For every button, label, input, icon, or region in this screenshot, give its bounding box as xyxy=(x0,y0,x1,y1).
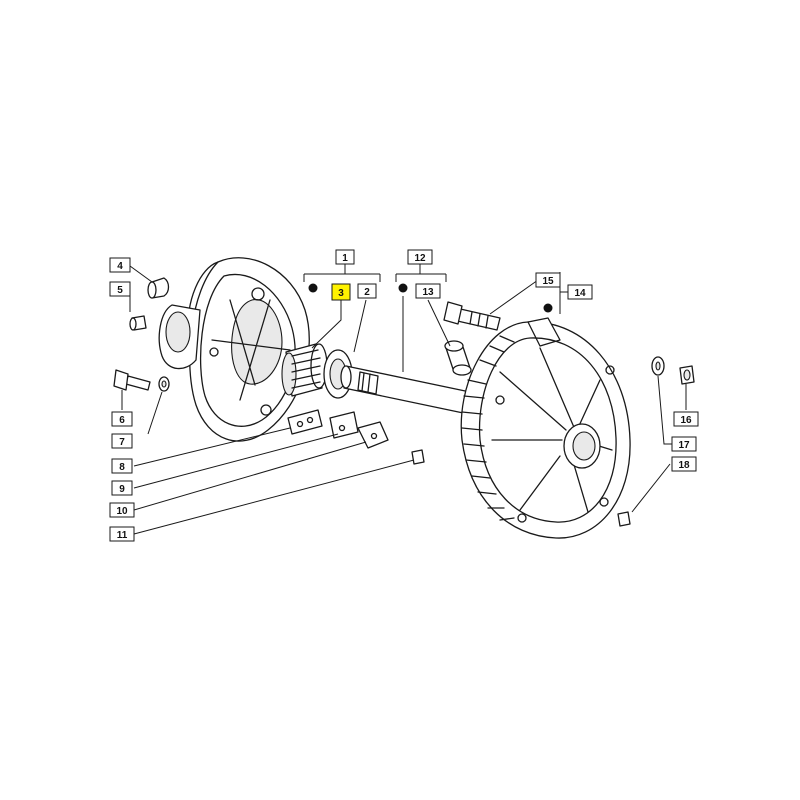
callout-12[interactable]: 12 xyxy=(407,249,433,265)
callout-18[interactable]: 18 xyxy=(671,456,697,472)
callout-16-text: 16 xyxy=(680,415,692,426)
callout-14[interactable]: 14 xyxy=(567,284,593,300)
callout-13[interactable]: 13 xyxy=(415,283,441,299)
callout-4[interactable]: 4 xyxy=(109,257,131,273)
callout-11-text: 11 xyxy=(117,530,128,541)
callout-6-text: 6 xyxy=(119,415,125,426)
left-flange-cover xyxy=(158,257,310,442)
callout-1-text: 1 xyxy=(342,253,348,264)
leader-lines xyxy=(121,262,687,535)
callout-17-text: 17 xyxy=(678,440,690,451)
callout-10-text: 10 xyxy=(116,506,128,517)
callout-7-text: 7 xyxy=(119,437,125,448)
marker-dot-14 xyxy=(543,303,553,313)
callout-9-text: 9 xyxy=(119,484,125,495)
callout-7[interactable]: 7 xyxy=(111,433,133,449)
callout-16[interactable]: 16 xyxy=(673,411,699,427)
callout-3-text: 3 xyxy=(338,288,344,299)
callout-4-text: 4 xyxy=(117,261,123,272)
callout-2[interactable]: 2 xyxy=(357,283,377,299)
callout-2-text: 2 xyxy=(364,287,370,298)
small-parts xyxy=(113,277,695,527)
splined-sleeve xyxy=(281,343,328,397)
marker-dot-12 xyxy=(398,283,408,293)
callout-13-text: 13 xyxy=(422,287,434,298)
right-housing xyxy=(460,317,631,539)
callout-10[interactable]: 10 xyxy=(109,502,135,518)
callout-14-text: 14 xyxy=(574,288,586,299)
callout-12-text: 12 xyxy=(414,253,426,264)
callout-5[interactable]: 5 xyxy=(109,281,131,297)
callout-15-text: 15 xyxy=(542,276,554,287)
bushing xyxy=(444,340,472,376)
callout-5-text: 5 xyxy=(117,285,123,296)
callout-1[interactable]: 1 xyxy=(335,249,355,265)
main-shaft xyxy=(340,365,471,415)
callout-15[interactable]: 15 xyxy=(535,272,561,288)
callout-11[interactable]: 11 xyxy=(109,526,135,542)
marker-dot-1 xyxy=(308,283,318,293)
callout-9[interactable]: 9 xyxy=(111,480,133,496)
callout-3-highlighted[interactable]: 3 xyxy=(331,283,351,301)
callout-8-text: 8 xyxy=(119,462,125,473)
callout-17[interactable]: 17 xyxy=(671,436,697,452)
callout-8[interactable]: 8 xyxy=(111,458,133,474)
callout-6[interactable]: 6 xyxy=(111,411,133,427)
bolt-15 xyxy=(443,301,501,331)
callout-18-text: 18 xyxy=(678,460,690,471)
